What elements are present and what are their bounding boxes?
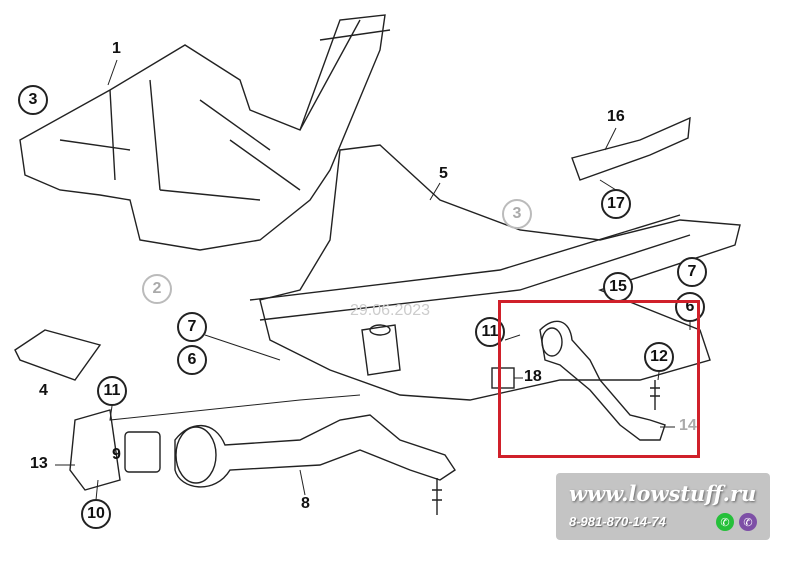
bracket-16 (571, 116, 691, 181)
logo-site: www.lowstuff.ru (569, 481, 757, 506)
callout-2: 2 (142, 274, 172, 304)
whatsapp-icon: ✆ (716, 513, 734, 531)
callout-9: 9 (112, 446, 121, 463)
callout-16: 16 (607, 108, 625, 125)
viber-icon: ✆ (739, 513, 757, 531)
highlight-box (498, 300, 700, 458)
beam-outline (299, 19, 391, 131)
part-4 (14, 329, 102, 381)
seller-logo: www.lowstuff.ru 8-981-870-14-74 ✆ ✆ (556, 473, 770, 540)
callout-15: 15 (603, 272, 633, 302)
bushing-9 (124, 431, 161, 473)
callout-17: 17 (601, 189, 631, 219)
callout-12: 12 (644, 342, 674, 372)
callout-11-left: 11 (97, 376, 127, 406)
callout-6-right: 6 (675, 292, 705, 322)
control-arm-8 (174, 414, 456, 488)
callout-13: 13 (30, 455, 48, 472)
callout-1: 1 (112, 40, 121, 57)
callout-8: 8 (301, 495, 310, 512)
callout-6-left: 6 (177, 345, 207, 375)
crossbar (249, 214, 691, 321)
callout-10: 10 (81, 499, 111, 529)
mount-bushing (361, 324, 401, 376)
callout-7-left: 7 (177, 312, 207, 342)
logo-phone: 8-981-870-14-74 (569, 514, 666, 529)
plate-outline (259, 144, 741, 401)
callout-4: 4 (39, 382, 48, 399)
callout-7-right: 7 (677, 257, 707, 287)
callout-5: 5 (439, 165, 448, 182)
subframe-detail (59, 79, 301, 201)
callout-14: 14 (679, 417, 697, 434)
ball-stud-12 (650, 380, 660, 410)
callout-18: 18 (524, 368, 542, 385)
callout-3: 3 (18, 85, 48, 115)
watermark-date: 29.06.2023 (350, 302, 431, 319)
bracket-13 (69, 409, 121, 491)
control-arm-highlighted (539, 320, 666, 441)
subframe-outline (19, 14, 386, 251)
ball-stud (432, 478, 442, 515)
callout-3-faint: 3 (502, 199, 532, 229)
